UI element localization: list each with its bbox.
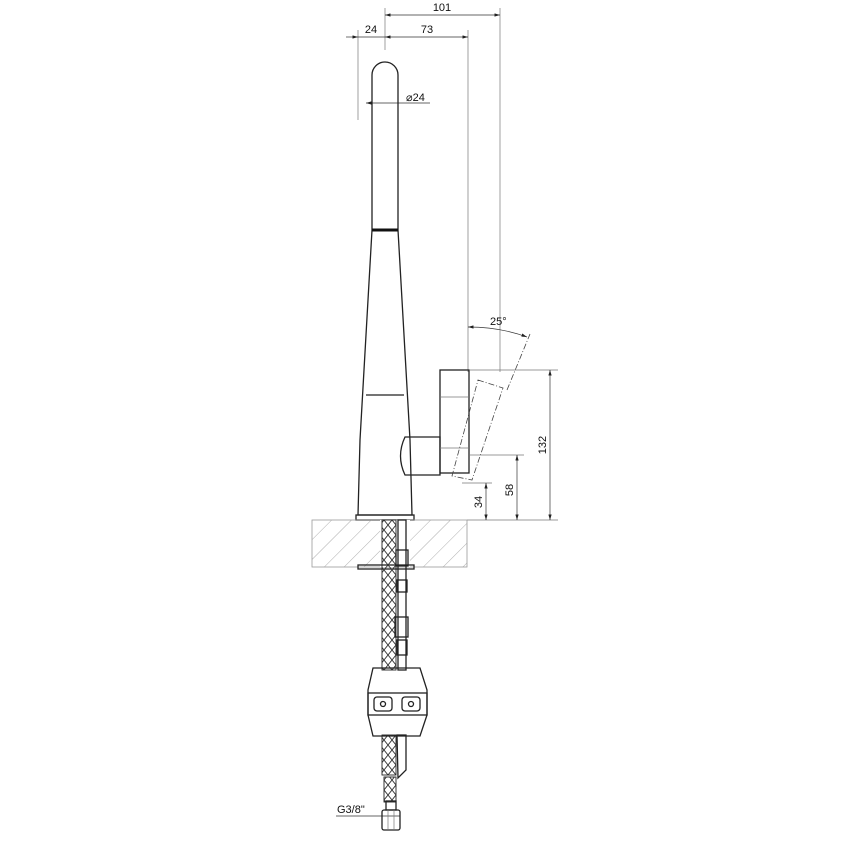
handle — [399, 333, 531, 481]
hose-clamp — [367, 667, 428, 737]
dim-73: 73 — [421, 24, 433, 36]
thread-label: G3/8" — [337, 804, 365, 816]
dim-24: 24 — [365, 24, 377, 36]
extension-lines — [357, 8, 558, 521]
spout — [355, 61, 415, 521]
dim-58: 58 — [504, 484, 516, 496]
dim-25-degrees: 25° — [490, 316, 507, 328]
dim-diameter-24: ⌀24 — [406, 92, 425, 104]
hoses — [381, 519, 409, 803]
dim-132: 132 — [537, 436, 549, 454]
dim-101: 101 — [433, 2, 451, 14]
connection-nut — [381, 800, 401, 831]
dim-34: 34 — [473, 496, 485, 508]
